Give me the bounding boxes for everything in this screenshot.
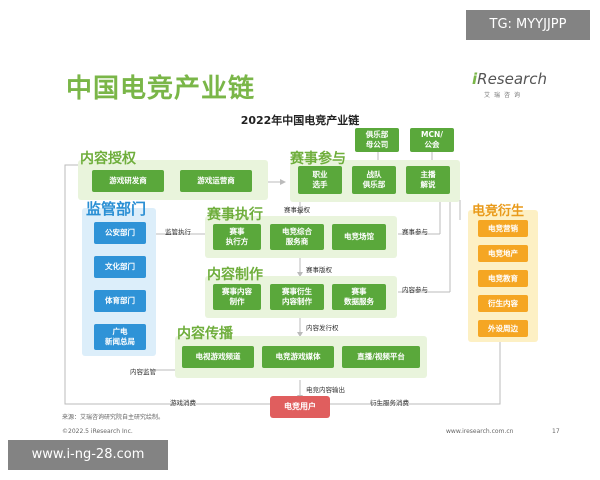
culture-dept-box: 文化部门 [94,256,146,278]
sports-dept-box: 体育部门 [94,290,146,312]
chart-title: 2022年中国电竞产业链 [240,114,360,127]
mcn-guild-box: MCN/ 公会 [410,128,454,152]
team-club-box: 战队 俱乐部 [352,166,396,194]
esports-service-box: 电竞综合 服务商 [270,224,324,250]
licensing-title: 内容授权 [80,151,136,167]
label-derivative-spend: 衍生服务消费 [370,399,409,407]
label-regulation-exec: 监管执行 [165,228,191,236]
label-supervision: 内容监管 [130,368,156,376]
esports-realestate-box: 电竞地产 [478,245,528,262]
source-note: 来源：艾瑞咨询研究院自主研究绘制。 [62,414,165,421]
derivative-content-box: 赛事衍生 内容制作 [270,284,324,310]
esports-venue-box: 电竞场馆 [332,224,386,250]
streamer-box: 主播 解说 [406,166,450,194]
peripherals-box: 外设周边 [478,320,528,337]
derivatives-title: 电竞衍生 [472,204,525,219]
label-copyright: 赛事版权 [306,266,332,274]
esports-users-box: 电竞用户 [270,396,330,418]
logo-subtitle: 艾瑞咨询 [484,92,525,99]
regulation-title: 监管部门 [86,200,147,218]
page-number: 17 [552,428,560,435]
streaming-platform-box: 直播/视频平台 [342,346,420,368]
tv-game-channel-box: 电视游戏频道 [182,346,254,368]
sarft-box: 广电 新闻总局 [94,324,146,350]
label-distribution-rights: 内容发行权 [306,324,339,332]
site-url: www.iresearch.com.cn [446,428,514,435]
esports-marketing-box: 电竞营销 [478,220,528,237]
event-data-box: 赛事 数据服务 [332,284,386,310]
production-title: 内容制作 [207,267,263,283]
label-content-output: 电竞内容输出 [306,386,345,394]
public-security-box: 公安部门 [94,222,146,244]
pro-player-box: 职业 选手 [298,166,342,194]
watermark-top: TG: MYYJJPP [466,10,590,40]
copyright-note: ©2022.5 iResearch Inc. [62,428,133,435]
page-title: 中国电竞产业链 [66,74,256,104]
label-event-license: 赛事授权 [284,206,310,214]
label-participation-1: 赛事参与 [402,228,428,236]
iresearch-logo: iResearch [472,70,547,88]
label-game-spend: 游戏消费 [170,399,196,407]
game-operator-box: 游戏运营商 [180,170,252,192]
participants-title: 赛事参与 [290,151,346,167]
distribution-title: 内容传播 [177,326,233,342]
club-parent-box: 俱乐部 母公司 [355,128,399,152]
execution-title: 赛事执行 [207,207,263,223]
event-content-box: 赛事内容 制作 [213,284,261,310]
esports-education-box: 电竞教育 [478,270,528,287]
watermark-bottom: www.i-ng-28.com [8,440,168,470]
event-executor-box: 赛事 执行方 [213,224,261,250]
label-participation-2: 内容参与 [402,286,428,294]
game-developer-box: 游戏研发商 [92,170,164,192]
esports-media-box: 电竞游戏媒体 [262,346,334,368]
derivative-content-box-2: 衍生内容 [478,295,528,312]
